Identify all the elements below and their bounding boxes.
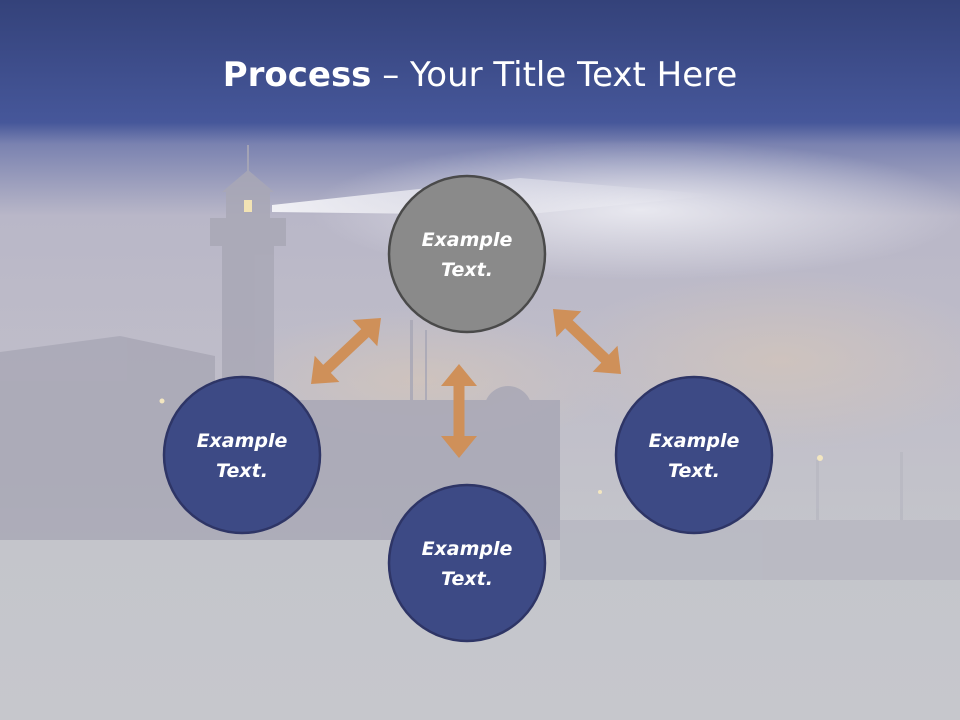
title-rest: – Your Title Text Here (371, 55, 738, 95)
ground-silhouette (560, 452, 960, 580)
node-circle-bottom (387, 483, 547, 643)
light-dot (598, 490, 602, 494)
node-text-line1: Example (422, 538, 513, 560)
double-arrow-top-left (311, 318, 381, 384)
node-circle-top (387, 174, 547, 334)
arrows-group (311, 309, 621, 458)
double-arrow-top-bottom (441, 364, 477, 458)
node-text-line1: Example (197, 430, 288, 452)
node-text-line2: Text. (216, 460, 268, 482)
slide-title: Process – Your Title Text Here (0, 52, 960, 98)
light-dot (817, 455, 823, 461)
title-bold: Process (222, 55, 372, 95)
node-text-line2: Text. (441, 568, 493, 590)
node-text-line2: Text. (441, 259, 493, 281)
node-circle-right (614, 375, 774, 535)
node-text-line1: Example (422, 229, 513, 251)
double-arrow-top-right (553, 309, 621, 374)
nodes-group: ExampleText.ExampleText.ExampleText.Exam… (162, 174, 774, 643)
node-text-line2: Text. (668, 460, 720, 482)
node-circle-left (162, 375, 322, 535)
lighthouse-lamp (244, 200, 252, 212)
light-dot (159, 398, 165, 404)
node-text-line1: Example (649, 430, 740, 452)
